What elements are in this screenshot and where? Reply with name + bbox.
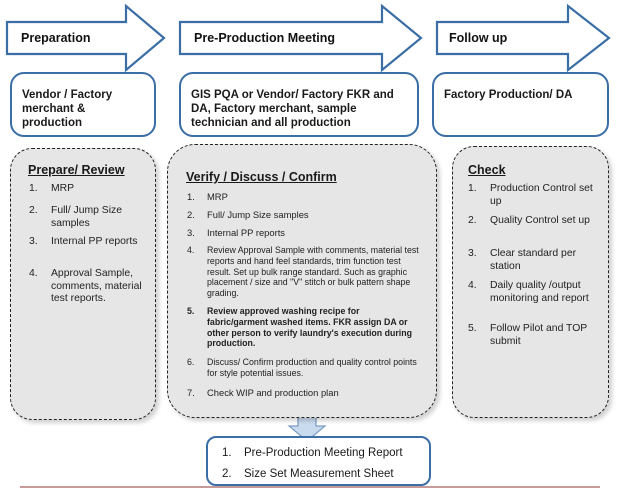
list-item: 3.Internal PP reports	[29, 236, 138, 247]
reports-box	[206, 436, 431, 486]
follow-up-arrow	[435, 3, 611, 73]
list-item: 7.Check WIP and production plan	[187, 387, 339, 398]
list-item: 4.Review Approval Sample with comments, …	[187, 245, 419, 299]
list-item: 3.Clear standard per station	[468, 248, 577, 272]
list-item: 1.MRP	[187, 191, 228, 202]
list-item: 1.MRP	[29, 183, 75, 194]
pre-production-meeting-arrow	[178, 3, 423, 73]
role-box-gis-pqa: GIS PQA or Vendor/ Factory FKR and DA, F…	[179, 72, 419, 137]
prepare-review-panel	[10, 148, 156, 420]
list-item: 1.Production Control set up	[468, 183, 593, 207]
list-item: 2.Full/ Jump Size samples	[29, 205, 123, 229]
stage-label-preparation: Preparation	[21, 31, 91, 45]
role-text: GIS PQA or Vendor/ Factory FKR and DA, F…	[191, 89, 394, 129]
list-item: 2.Quality Control set up	[468, 215, 590, 226]
list-item: 5.Review approved washing recipe for fab…	[187, 306, 412, 349]
stage-label-pre-production-meeting: Pre-Production Meeting	[194, 31, 335, 45]
role-text: Vendor / Factory merchant & production	[22, 89, 113, 129]
list-item: 5.Follow Pilot and TOP submit	[468, 323, 588, 347]
role-box-vendor: Vendor / Factory merchant & production	[10, 72, 156, 137]
report-item: 1.Pre-Production Meeting Report	[222, 447, 403, 459]
role-text: Factory Production/ DA	[444, 89, 573, 101]
check-panel	[452, 146, 609, 418]
panel-title-verify-discuss-confirm: Verify / Discuss / Confirm	[186, 170, 337, 184]
list-item: 3.Internal PP reports	[187, 227, 285, 238]
report-item: 2.Size Set Measurement Sheet	[222, 468, 394, 480]
verify-discuss-confirm-panel	[167, 144, 437, 418]
stage-label-follow-up: Follow up	[449, 31, 508, 45]
list-item: 2.Full/ Jump Size samples	[187, 209, 309, 220]
role-box-factory-production: Factory Production/ DA	[432, 72, 609, 137]
panel-title-check: Check	[468, 163, 506, 177]
list-item: 4.Approval Sample, comments, material te…	[29, 268, 142, 304]
list-item: 4.Daily quality /output monitoring and r…	[468, 280, 589, 304]
preparation-arrow	[5, 3, 166, 73]
panel-title-prepare-review: Prepare/ Review	[28, 163, 125, 177]
bottom-divider	[20, 486, 600, 488]
list-item: 6.Discuss/ Confirm production and qualit…	[187, 357, 417, 378]
